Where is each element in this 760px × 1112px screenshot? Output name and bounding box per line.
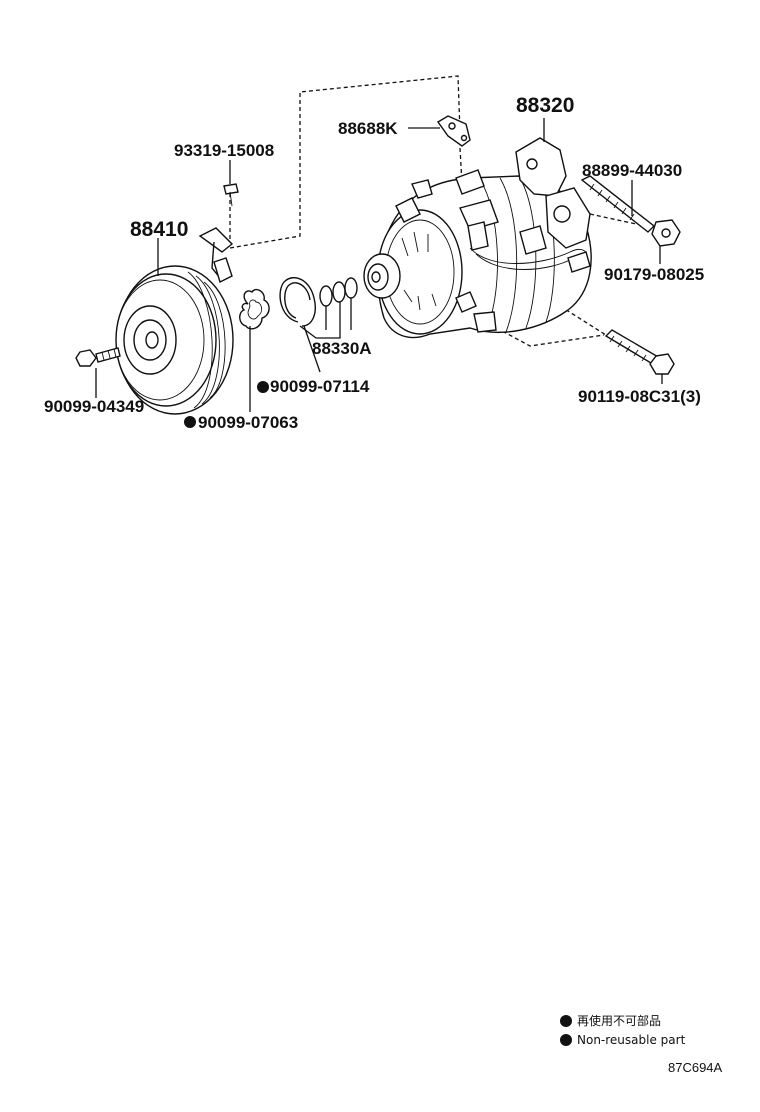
label-88688K: 88688K <box>338 119 398 138</box>
bolt-90119-08C31 <box>604 329 675 375</box>
label-90119-08C31: 90119-08C31(3) <box>578 387 701 406</box>
legend-marker-en <box>560 1034 572 1046</box>
bolt-88899-44030 <box>580 175 656 233</box>
label-90099-07063: 90099-07063 <box>198 413 298 432</box>
nut-90179-08025 <box>651 219 681 247</box>
label-93319-15008: 93319-15008 <box>174 141 274 160</box>
clutch-88410 <box>115 227 234 415</box>
label-88330A: 88330A <box>312 339 372 358</box>
label-88899-44030: 88899-44030 <box>582 161 682 180</box>
leader-lines <box>95 118 663 412</box>
screw-93319-15008 <box>223 183 239 207</box>
snap-ring-90099-07114 <box>279 277 316 327</box>
non-reusable-marker <box>184 416 196 428</box>
legend-text-en: Non-reusable part <box>577 1033 686 1047</box>
label-88410: 88410 <box>130 218 188 241</box>
label-88320: 88320 <box>516 94 574 117</box>
legend: 再使用不可部品 Non-reusable part <box>560 1013 686 1047</box>
label-90099-04349: 90099-04349 <box>44 397 144 416</box>
label-90099-07114: 90099-07114 <box>270 377 370 396</box>
label-90179-08025: 90179-08025 <box>604 265 704 284</box>
legend-text-jp: 再使用不可部品 <box>577 1013 661 1028</box>
bolt-90099-04349 <box>75 347 121 367</box>
bracket-88688K <box>436 115 471 147</box>
non-reusable-marker <box>257 381 269 393</box>
legend-marker-jp <box>560 1015 572 1027</box>
gasket-90099-07063 <box>239 288 270 330</box>
diagram-code: 87C694A <box>668 1060 723 1075</box>
compressor-88320 <box>363 137 592 339</box>
